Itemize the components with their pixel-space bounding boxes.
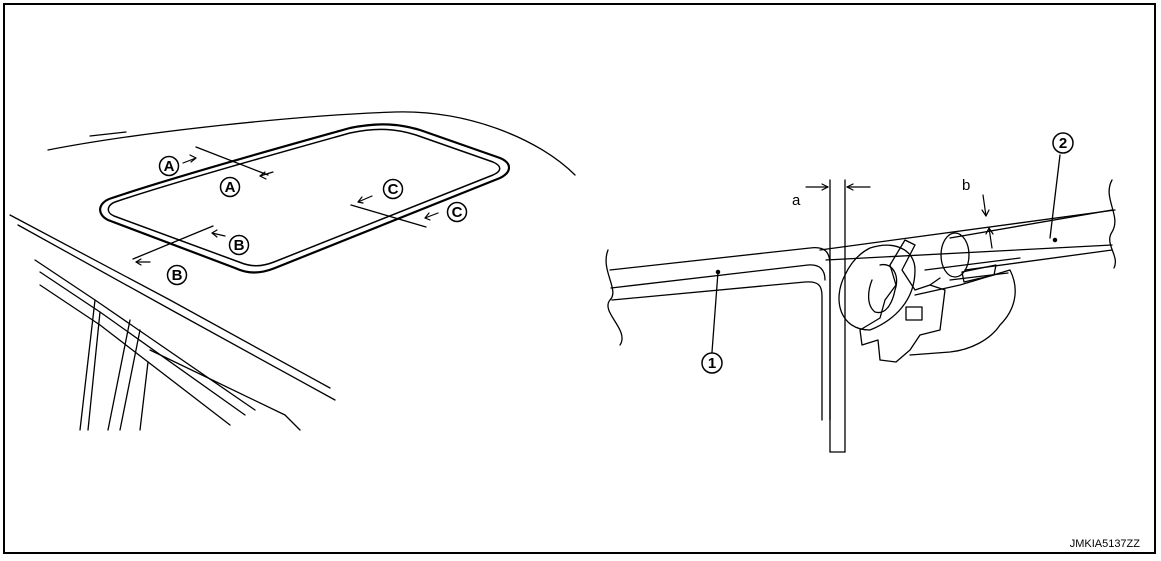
pillar-center-2: [119, 329, 141, 431]
callout-a-2: A: [219, 176, 241, 198]
svg-text:B: B: [172, 267, 183, 284]
svg-text:1: 1: [708, 355, 716, 372]
part-2-body: [949, 209, 1113, 271]
part-2-leader-dot: [1052, 237, 1058, 243]
section-line-a: [195, 146, 269, 176]
window-frame-2: [139, 361, 149, 431]
svg-text:B: B: [234, 237, 245, 254]
part-2-callout: 2: [1052, 132, 1074, 154]
svg-text:A: A: [164, 158, 175, 175]
dimension-b: [981, 194, 994, 249]
callout-c-1: C: [382, 178, 404, 200]
roof-outline-front-inner: [89, 131, 127, 137]
callout-c-2: C: [446, 201, 468, 223]
part-2-leader: [1049, 154, 1061, 239]
callout-b-2: B: [166, 264, 188, 286]
section-line-b: [132, 225, 214, 260]
callout-a-1: A: [158, 155, 180, 177]
window-frame: [149, 349, 301, 431]
weatherstrip: [838, 239, 1016, 363]
part-2-end: [940, 232, 970, 278]
dimension-a: [805, 183, 871, 191]
roof-edge-left: [9, 214, 331, 389]
roof-view: A A B B C C: [9, 111, 576, 431]
section-view: a b 1 2: [605, 132, 1116, 453]
pillar-center: [107, 319, 131, 431]
dimension-a-label: a: [792, 192, 801, 209]
roof-outline-front: [47, 111, 576, 176]
svg-text:A: A: [225, 179, 236, 196]
pillar-left-2: [87, 311, 101, 431]
break-right: [1108, 179, 1116, 269]
drawing-code: JMKIA5137ZZ: [1070, 538, 1141, 550]
sunroof-outer: [99, 123, 511, 274]
callout-b-1: B: [228, 234, 250, 256]
dimension-b-label: b: [962, 177, 970, 194]
break-left: [605, 249, 623, 346]
roof-panel-mid: [610, 264, 826, 289]
part-1-leader-dot: [715, 269, 721, 275]
sunroof-inner: [107, 128, 501, 267]
svg-text:C: C: [388, 181, 399, 198]
svg-text:C: C: [452, 204, 463, 221]
roof-edge-left-2: [17, 224, 336, 401]
roof-panel-upper: [609, 246, 831, 421]
part-1-callout: 1: [701, 352, 723, 374]
part-2-axis: [924, 257, 1021, 271]
svg-text:2: 2: [1059, 135, 1067, 152]
glass-upper: [819, 209, 1116, 251]
figure-frame: [3, 3, 1156, 554]
door-frame-3: [39, 284, 231, 426]
section-arrows: [135, 154, 439, 266]
section-line-c: [350, 204, 427, 228]
part-1-leader: [711, 271, 719, 353]
roof-panel-lower: [611, 281, 823, 421]
pillar-left: [79, 299, 96, 431]
